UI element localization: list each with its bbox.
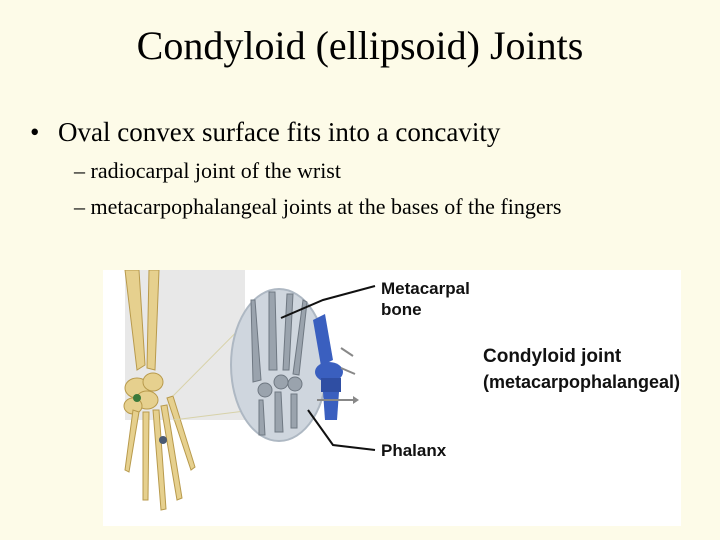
hand-skeleton-illustration bbox=[123, 270, 376, 511]
label-phalanx: Phalanx bbox=[381, 441, 447, 460]
leader-lines bbox=[280, 285, 376, 451]
label-metacarpal: Metacarpal bone bbox=[381, 278, 470, 320]
joint-model-icon bbox=[313, 314, 359, 420]
forearm-bones bbox=[124, 270, 160, 371]
bullet-marker: • bbox=[30, 117, 40, 147]
magnified-view bbox=[230, 288, 328, 442]
sub-bullet-item: – radiocarpal joint of the wrist bbox=[74, 158, 341, 183]
label-metacarpal-line2: bone bbox=[381, 300, 422, 319]
slide-title: Condyloid (ellipsoid) Joints bbox=[136, 23, 584, 68]
label-condyloid-joint: Condyloid joint bbox=[483, 346, 622, 367]
highlight-dot-green bbox=[133, 394, 141, 402]
bullet-text: Oval convex surface fits into a concavit… bbox=[58, 117, 501, 147]
finger-bones bbox=[124, 395, 196, 511]
bullet-item: • Oval convex surface fits into a concav… bbox=[30, 114, 710, 150]
label-metacarpal-line1: Metacarpal bbox=[381, 279, 470, 298]
sub-bullet-item: – metacarpophalangeal joints at the base… bbox=[74, 194, 562, 219]
highlight-dot-blue bbox=[159, 436, 167, 444]
label-metacarpophalangeal: (metacarpophalangeal) bbox=[483, 372, 681, 392]
carpal-bones bbox=[123, 372, 164, 415]
condyloid-joint-figure: Metacarpal bone Phalanx Condyloid joint … bbox=[103, 270, 681, 526]
bullet-list: • Oval convex surface fits into a concav… bbox=[30, 114, 710, 222]
